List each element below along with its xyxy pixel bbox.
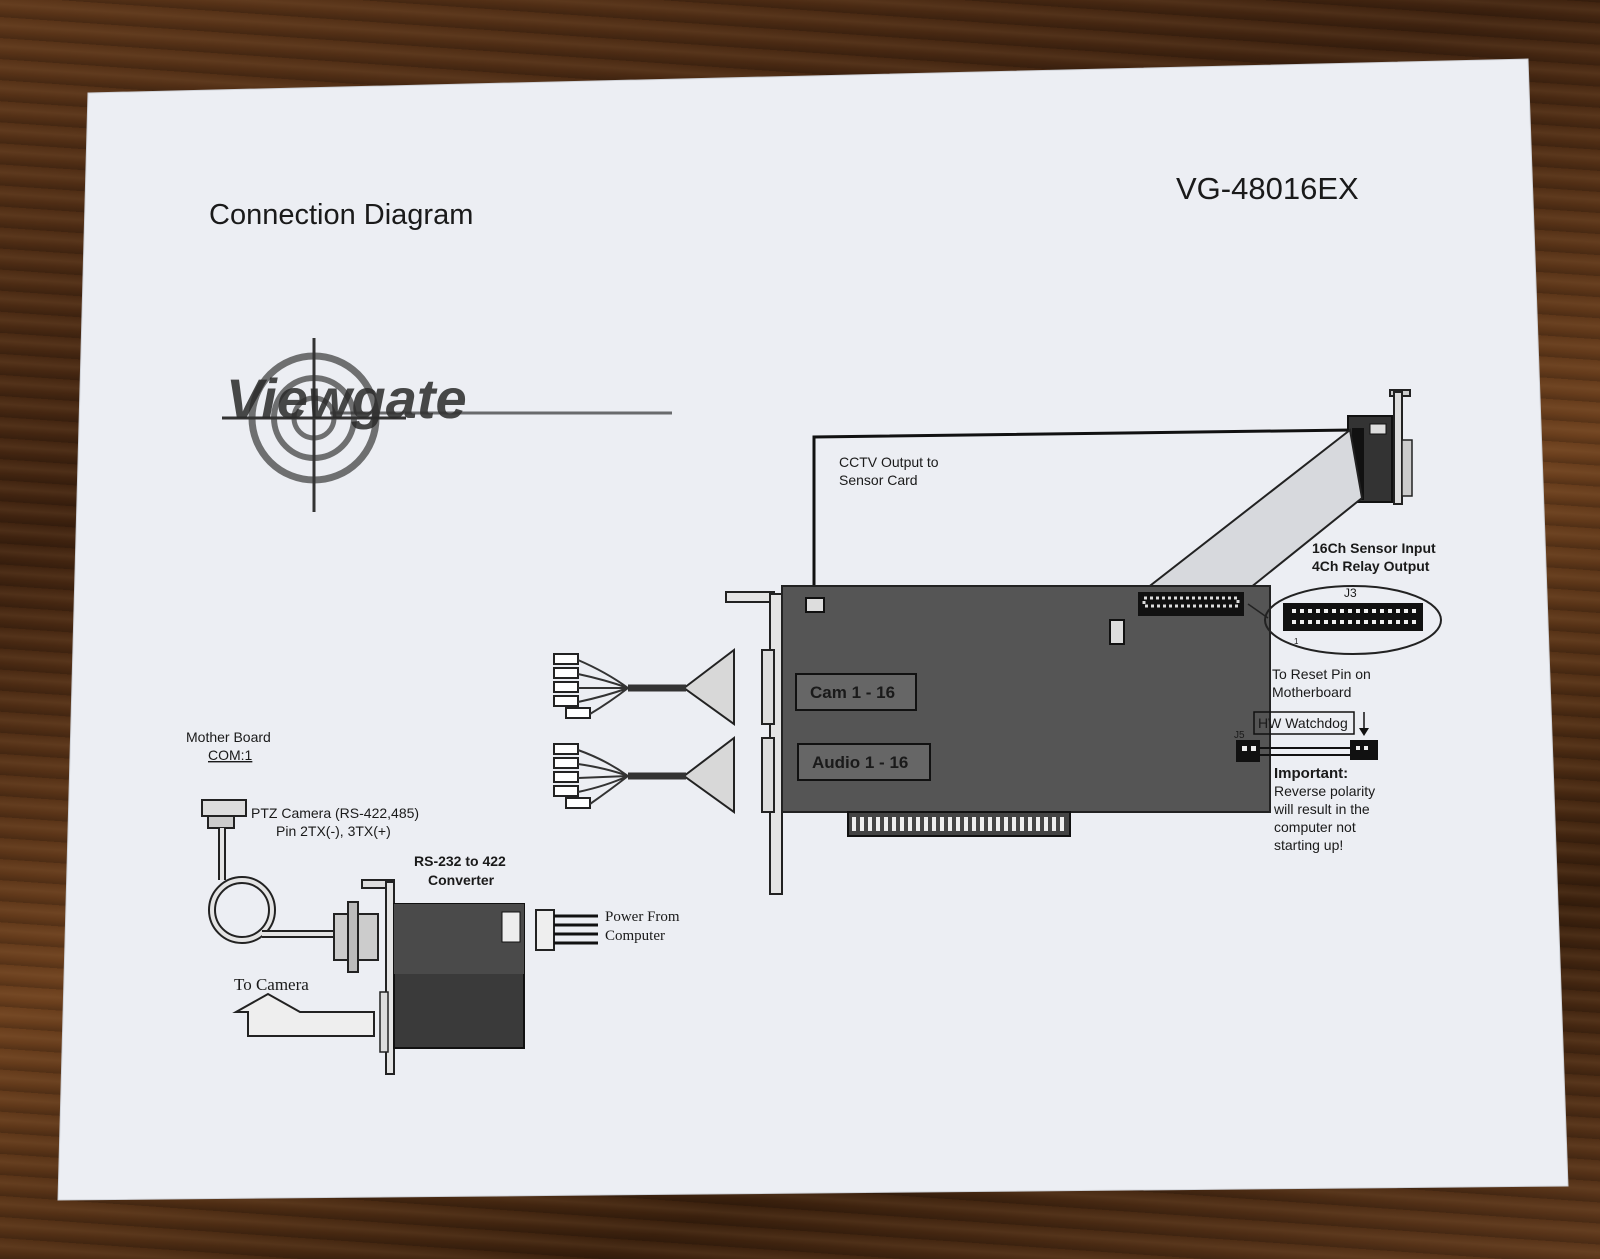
- reset-arrow-head: [1359, 728, 1369, 736]
- cam-label: Cam 1 - 16: [810, 683, 895, 702]
- converter-db9-shell: [347, 901, 359, 973]
- ptz-camera-label: PTZ Camera (RS-422,485): [251, 805, 419, 821]
- logo-wordmark: Viewgate: [226, 367, 467, 430]
- audio-connector-port: [761, 737, 775, 813]
- card-bracket-top: [725, 591, 775, 603]
- important-line-3: computer not: [1274, 819, 1356, 835]
- cam-bnc-5: [565, 707, 591, 719]
- cam-connector-port: [761, 649, 775, 725]
- cctv-output-header: [805, 597, 825, 613]
- ptz-pin-label: Pin 2TX(-), 3TX(+): [276, 823, 391, 839]
- com1-label: COM:1: [208, 747, 253, 763]
- motherboard-label: Mother Board: [186, 729, 271, 745]
- db9-connector: [201, 799, 247, 817]
- cam-bnc-3: [553, 681, 579, 693]
- important-line-2: will result in the: [1273, 801, 1370, 817]
- power-plug: [535, 909, 555, 951]
- audio-rca-4: [553, 785, 579, 797]
- audio-rca-3: [553, 771, 579, 783]
- j5-label: J5: [1234, 730, 1245, 741]
- sensor-bracket: [1393, 391, 1403, 505]
- card-jumper: [1109, 619, 1125, 645]
- j3-connector: [1283, 603, 1423, 631]
- j3-label: J3: [1344, 586, 1357, 600]
- cctv-output-label-line2: Sensor Card: [839, 472, 918, 488]
- cam-breakout-cable: [553, 647, 735, 726]
- j3-detail-callout: J3 1: [1247, 585, 1442, 655]
- j3-pin-one-label: 1: [1294, 637, 1299, 646]
- to-camera-label: To Camera: [234, 975, 309, 994]
- card-sensor-header-pins: [1142, 596, 1240, 608]
- cam-bnc-1: [553, 653, 579, 665]
- serial-cable: [201, 799, 334, 944]
- power-label-line1: Power From: [605, 909, 680, 925]
- audio-fan-wires: [577, 749, 629, 805]
- audio-breakout-cable: [553, 735, 735, 814]
- cctv-output-cable: [812, 428, 1353, 605]
- audio-cable-connector: [682, 735, 735, 814]
- j3-callout-pointer: [1247, 603, 1269, 619]
- power-label-line2: Computer: [605, 928, 665, 944]
- power-connector: [535, 909, 598, 951]
- j3-callout-ellipse: [1264, 585, 1442, 655]
- capture-card: Cam 1 - 16 Audio 1 - 16 J5: [725, 585, 1271, 895]
- important-line-4: starting up!: [1274, 837, 1343, 853]
- audio-label-box: [797, 743, 931, 781]
- card-sensor-header: [1138, 592, 1244, 616]
- cam-bnc-2: [553, 667, 579, 679]
- sensor-input-label-line2: 4Ch Relay Output: [1312, 558, 1430, 574]
- converter-label-line2: Converter: [428, 872, 495, 888]
- converter-power-socket: [501, 911, 521, 943]
- rs232-converter-card: [333, 879, 525, 1075]
- audio-rca-2: [553, 757, 579, 769]
- j5-header: [1236, 740, 1260, 762]
- reset-pin-label-line2: Motherboard: [1272, 684, 1351, 700]
- diagram-title: Connection Diagram: [209, 199, 473, 231]
- to-camera-arrow-shape: [232, 992, 375, 1037]
- j5-pin-2: [1251, 746, 1256, 751]
- hw-watchdog-box: [1253, 711, 1355, 735]
- watchdog-plug-pin-2: [1364, 746, 1368, 750]
- j5-pin-1: [1242, 746, 1247, 751]
- cam-bnc-4: [553, 695, 579, 707]
- audio-rca-1: [553, 743, 579, 755]
- sensor-card-jumper: [1369, 423, 1387, 435]
- sensor-input-label-line1: 16Ch Sensor Input: [1312, 540, 1436, 556]
- db9-hood: [207, 815, 235, 829]
- audio-rca-5: [565, 797, 591, 809]
- cam-cable-connector: [682, 647, 735, 726]
- important-line-1: Reverse polarity: [1274, 783, 1375, 799]
- cctv-output-label-line1: CCTV Output to: [839, 454, 939, 470]
- to-camera-arrow: [232, 992, 375, 1037]
- model-number: VG-48016EX: [1176, 171, 1359, 206]
- converter-label-line1: RS-232 to 422: [414, 853, 506, 869]
- viewgate-logo: Viewgate: [222, 338, 672, 512]
- converter-output-port: [379, 991, 389, 1053]
- cam-label-box: [795, 673, 917, 711]
- audio-label: Audio 1 - 16: [812, 753, 908, 772]
- cam-fan-wires: [577, 659, 629, 715]
- serial-cable-loop-inner: [210, 878, 274, 942]
- reset-pin-label-line1: To Reset Pin on: [1272, 666, 1371, 682]
- hw-watchdog-label: HW Watchdog: [1258, 715, 1348, 731]
- sensor-card-dsub: [1401, 439, 1413, 497]
- important-title: Important:: [1274, 765, 1348, 782]
- watchdog-plug-pin-1: [1356, 746, 1360, 750]
